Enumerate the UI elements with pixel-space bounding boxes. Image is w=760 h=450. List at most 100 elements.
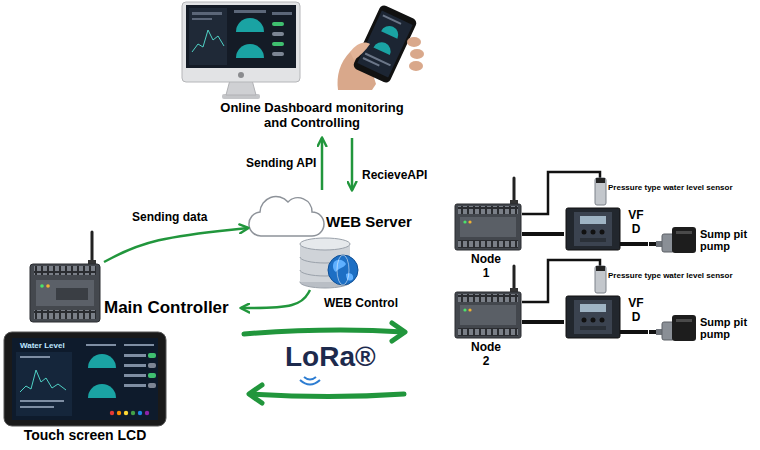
main-controller-device bbox=[34, 310, 96, 319]
lora-signal-arcs bbox=[300, 377, 320, 385]
main-controller-device bbox=[34, 266, 96, 275]
node-label: Node 2 bbox=[469, 340, 503, 368]
touch-screen-tablet bbox=[117, 411, 121, 415]
phone-in-hand bbox=[409, 61, 423, 71]
main-controller-device bbox=[56, 288, 88, 300]
level-sensor-node: Pressure type water level sensor bbox=[588, 166, 736, 208]
main-controller-device bbox=[30, 264, 100, 322]
lora-link-arrows bbox=[250, 394, 404, 397]
monitor-illustration bbox=[236, 44, 264, 58]
phone-in-hand bbox=[382, 15, 401, 25]
phone-in-hand bbox=[373, 39, 393, 55]
monitor-illustration bbox=[189, 8, 227, 65]
field-station-illustration bbox=[574, 212, 612, 246]
touch-screen-tablet bbox=[124, 344, 154, 346]
field-station-illustration bbox=[676, 231, 692, 234]
main-controller-device bbox=[46, 284, 50, 288]
phone-in-hand bbox=[381, 23, 401, 39]
field-station-illustration bbox=[455, 204, 521, 250]
monitor-illustration bbox=[272, 12, 292, 15]
phone-in-hand bbox=[338, 4, 425, 90]
field-station-illustration bbox=[468, 220, 471, 223]
lora-link-arrows bbox=[244, 323, 405, 403]
main-controller-device bbox=[36, 280, 94, 306]
touch-screen-tablet bbox=[86, 344, 116, 346]
main-controller-node: Main Controller bbox=[28, 262, 241, 330]
field-station-illustration bbox=[463, 220, 466, 223]
main-controller-device bbox=[34, 266, 96, 275]
node-label: Pressure type water level sensor bbox=[608, 271, 733, 281]
touch-screen-tablet bbox=[4, 332, 166, 426]
field-station-illustration bbox=[458, 240, 518, 248]
node-label: VF D bbox=[626, 296, 646, 324]
lora-node: Node 1 bbox=[452, 200, 522, 283]
lora-link-arrows bbox=[392, 323, 405, 341]
data-arrow bbox=[351, 138, 354, 190]
touch-screen-tablet bbox=[124, 411, 128, 415]
field-station-illustration bbox=[580, 216, 606, 224]
edge-label: RecieveAPI bbox=[360, 168, 429, 182]
node-label: WEB Server bbox=[326, 213, 412, 231]
field-station-illustration bbox=[566, 208, 620, 250]
power-wire bbox=[649, 242, 656, 246]
phone-in-hand bbox=[407, 37, 421, 47]
cloud-icon bbox=[249, 197, 324, 236]
lora-link-arrows bbox=[249, 385, 262, 403]
web-server-node: WEB Server bbox=[248, 190, 415, 290]
phone-in-hand bbox=[363, 57, 380, 66]
monitor-illustration bbox=[236, 18, 264, 32]
touch-screen-tablet bbox=[148, 383, 156, 388]
main-controller-device bbox=[91, 232, 94, 264]
touch-screen-tablet bbox=[148, 353, 156, 358]
monitor-illustration bbox=[192, 12, 222, 15]
database-icon bbox=[346, 273, 353, 280]
level-sensor-node: Pressure type water level sensor bbox=[588, 254, 736, 296]
monitor-illustration bbox=[272, 22, 284, 26]
signal-wire bbox=[522, 172, 588, 214]
node-label: Pressure type water level sensor bbox=[608, 183, 733, 193]
lora-node: Node 2 bbox=[452, 288, 522, 371]
field-station-illustration bbox=[591, 230, 596, 235]
monitor-illustration bbox=[272, 42, 284, 46]
phone-in-hand bbox=[410, 49, 424, 59]
edge-label: Sending API bbox=[244, 156, 318, 170]
monitor-illustration bbox=[182, 2, 300, 82]
field-station-illustration bbox=[458, 240, 518, 248]
monitor-illustration bbox=[186, 5, 296, 68]
touch-screen-tablet bbox=[20, 370, 66, 392]
touch-screen-tablet bbox=[88, 384, 116, 398]
touch-screen-tablet bbox=[16, 352, 72, 416]
main-controller-device bbox=[40, 284, 44, 288]
monitor-illustration bbox=[192, 30, 224, 52]
node-label: Node 1 bbox=[469, 252, 503, 280]
monitor-illustration bbox=[238, 72, 244, 78]
touch-screen-tablet bbox=[131, 411, 135, 415]
field-station-illustration bbox=[600, 230, 605, 235]
monitor-illustration bbox=[272, 52, 284, 56]
power-wire bbox=[649, 330, 656, 334]
touch-screen-tablet bbox=[124, 364, 146, 367]
touch-screen-tablet bbox=[12, 338, 158, 420]
touch-screen-tablet bbox=[20, 400, 64, 402]
cloud-icon bbox=[249, 197, 324, 236]
touch-screen-tablet bbox=[124, 384, 146, 387]
field-station-illustration bbox=[672, 227, 696, 253]
edge-label: WEB Control bbox=[322, 296, 400, 310]
touch-screen-tablet bbox=[145, 411, 149, 415]
node-label: Online Dashboard monitoring and Controll… bbox=[212, 100, 412, 130]
main-controller-device bbox=[30, 232, 100, 322]
touch-screen-tablet bbox=[148, 373, 156, 378]
field-station-illustration bbox=[580, 238, 606, 242]
data-arrow bbox=[321, 138, 324, 190]
database-icon bbox=[300, 238, 350, 250]
sump-pump-node: Sump pit pump bbox=[656, 222, 757, 258]
monitor-illustration bbox=[272, 32, 284, 36]
database-icon bbox=[328, 255, 358, 285]
touch-screen-tablet bbox=[88, 354, 116, 368]
monitor-illustration bbox=[182, 2, 300, 99]
logo-text: LoRa® bbox=[285, 341, 376, 373]
touch-screen-tablet bbox=[138, 411, 142, 415]
field-station-illustration bbox=[458, 206, 518, 214]
touch-screen-tablet bbox=[20, 406, 54, 408]
database-icon bbox=[300, 238, 358, 288]
